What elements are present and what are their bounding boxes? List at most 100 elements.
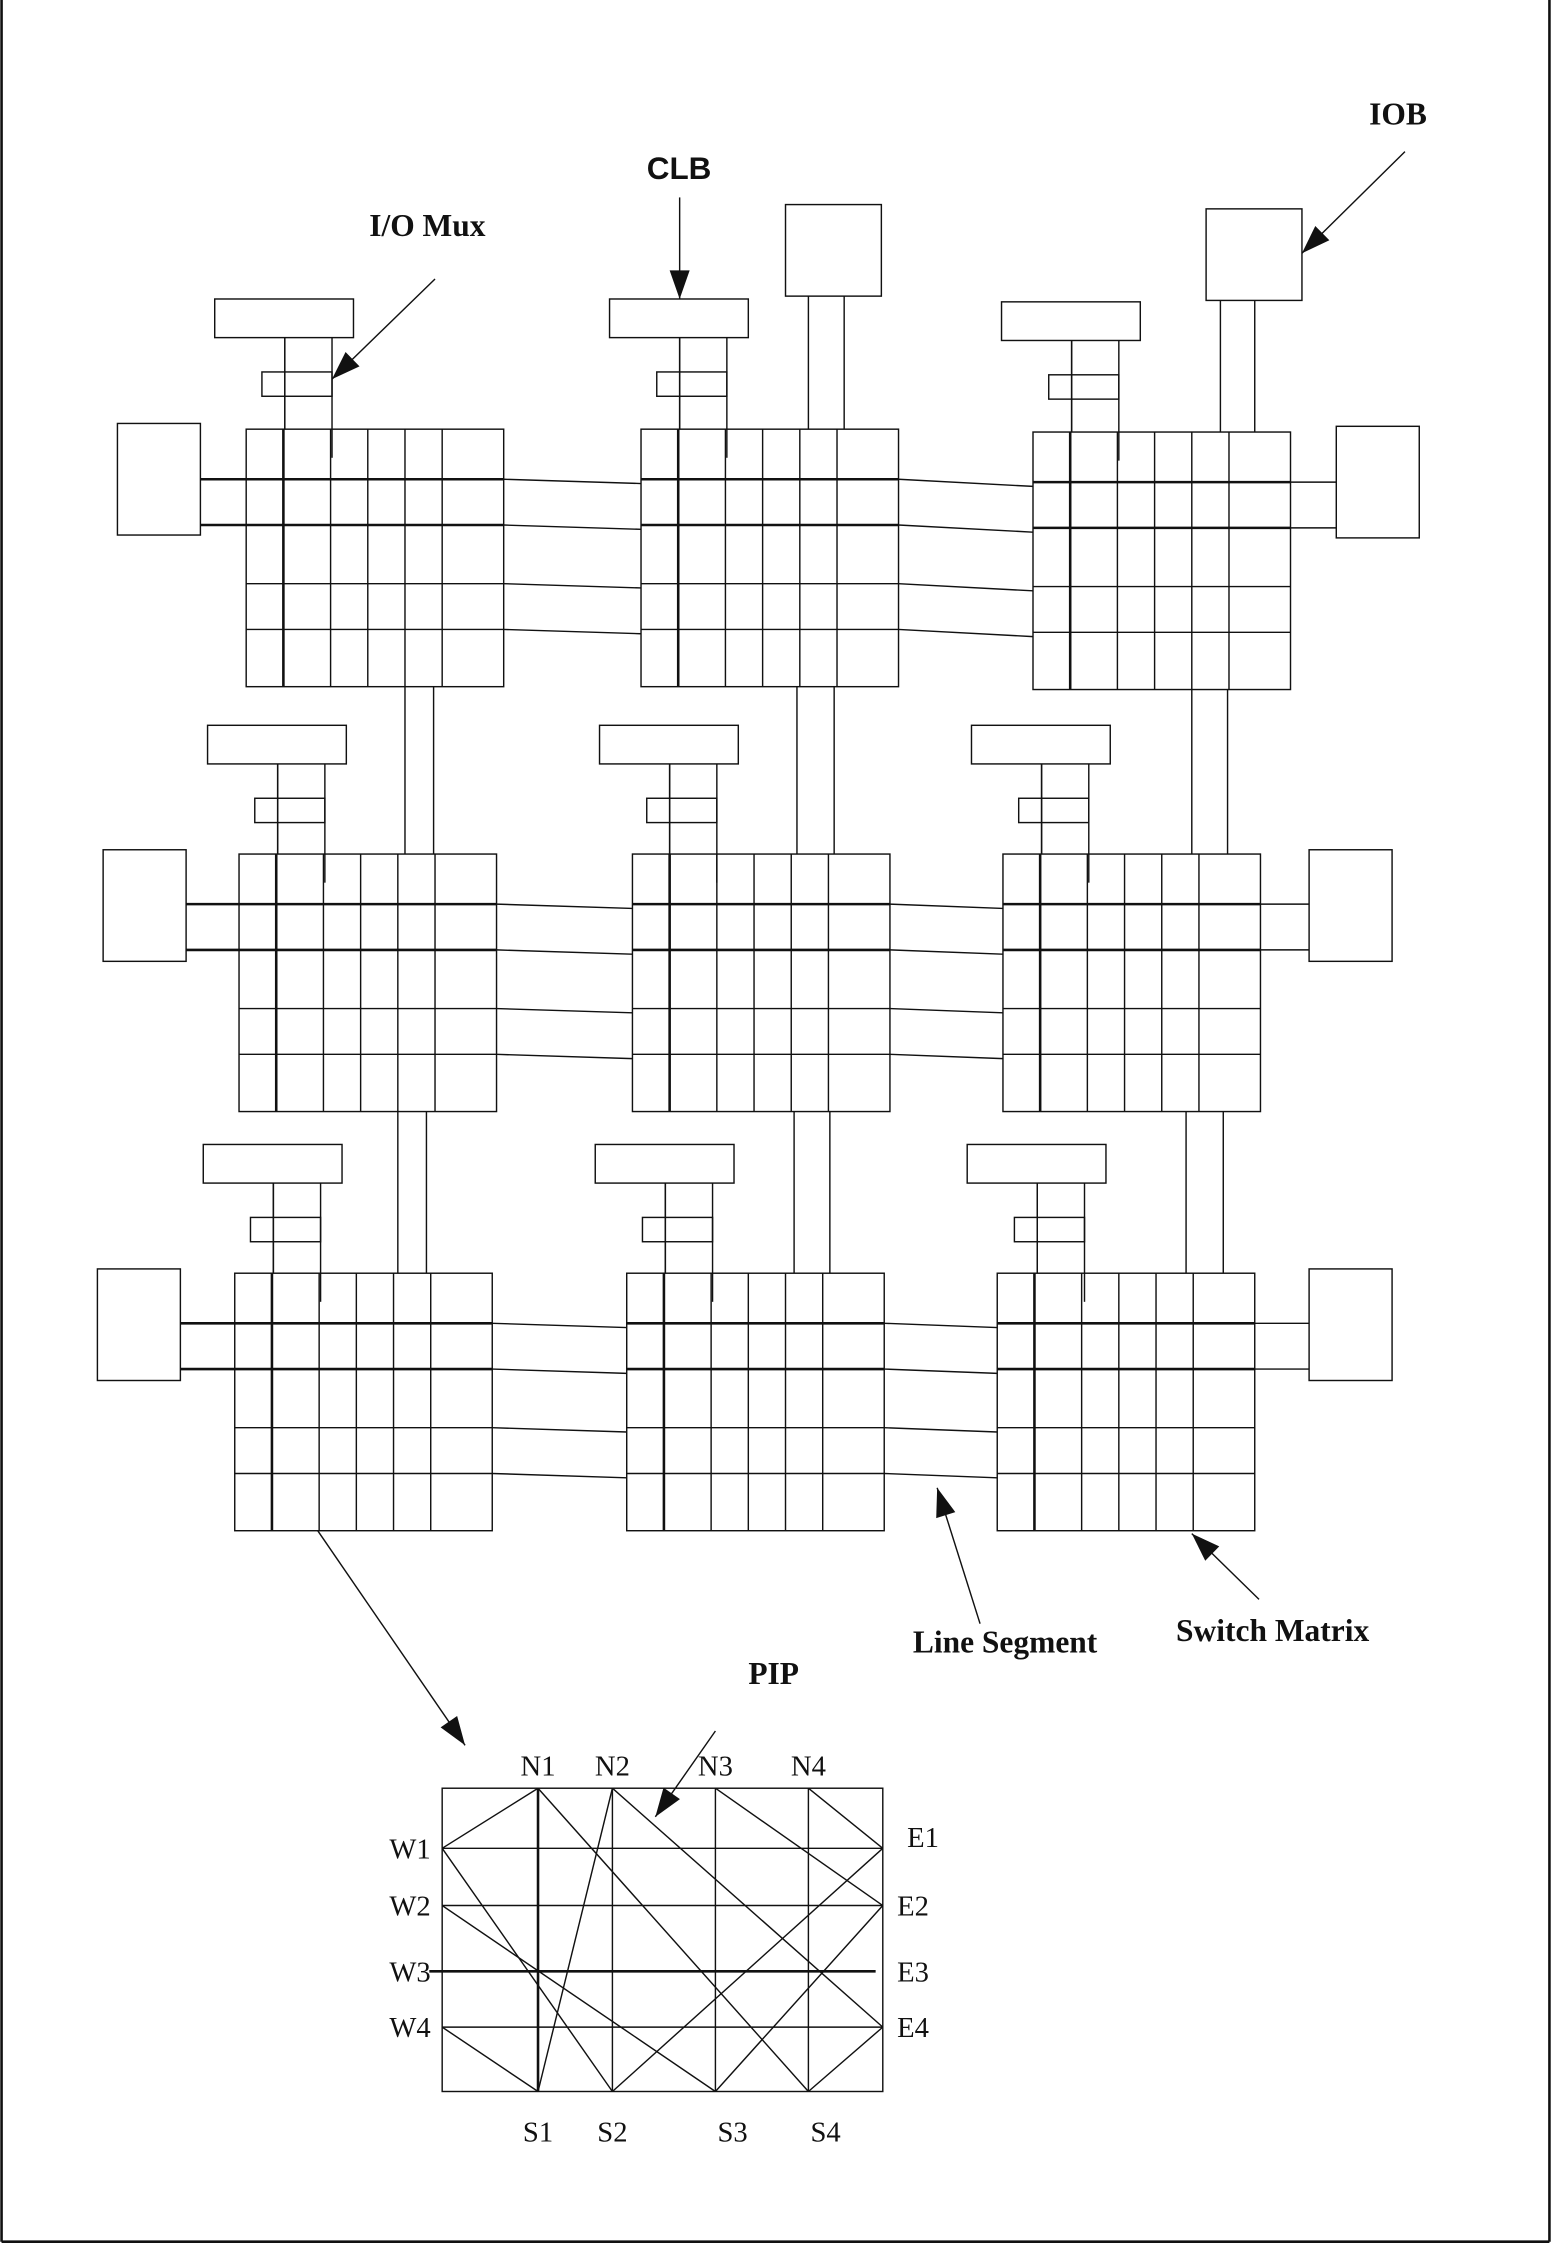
switch-matrix-outline xyxy=(238,853,498,1113)
arrow-head-icon xyxy=(1301,225,1330,254)
switch-matrix-outline xyxy=(640,428,900,688)
line-segment xyxy=(889,1053,1003,1060)
switch-matrix-outline xyxy=(631,853,891,1113)
clb-block xyxy=(1000,301,1142,342)
pip-label: PIP xyxy=(748,1656,799,1691)
clb-block xyxy=(970,724,1111,765)
west-port-label: W1 xyxy=(389,1834,430,1865)
arrow-head-icon xyxy=(655,1787,680,1817)
pip-connection xyxy=(441,1787,539,1849)
line-segment xyxy=(503,478,642,485)
iob xyxy=(784,203,883,297)
line-segment xyxy=(496,1007,633,1014)
arrow-head-icon xyxy=(440,1716,466,1746)
pip-connection xyxy=(807,1787,884,1849)
clb-block xyxy=(214,298,355,339)
line-segment xyxy=(898,524,1034,533)
clb xyxy=(214,298,355,458)
line-segment xyxy=(898,478,1034,488)
line-segment xyxy=(889,949,1003,955)
south-port-label: S2 xyxy=(597,2118,627,2149)
iob xyxy=(96,1268,182,1382)
pip-connection xyxy=(537,1788,614,2092)
pip-connection xyxy=(807,2026,884,2093)
io-mux xyxy=(646,797,718,824)
pip-connection xyxy=(715,1787,884,1907)
line-segment xyxy=(496,903,633,910)
iob xyxy=(1308,849,1393,963)
east-port-label: E3 xyxy=(897,1957,929,1988)
clb xyxy=(594,1143,735,1302)
pip-connection xyxy=(714,1905,884,2092)
line-segment xyxy=(884,1426,998,1433)
line-segment xyxy=(503,524,642,531)
east-port-label: E4 xyxy=(897,2013,929,2044)
io-mux xyxy=(249,1216,322,1243)
line-segment xyxy=(884,1472,998,1479)
io-mux xyxy=(656,371,728,397)
line-segment xyxy=(503,628,642,635)
arrow-head-icon xyxy=(1191,1533,1220,1561)
line-segment xyxy=(496,949,633,955)
arrow-head-icon xyxy=(332,351,360,380)
switch-matrix-outline xyxy=(1032,431,1292,691)
line-segment xyxy=(889,1007,1003,1014)
io-mux-arrow xyxy=(331,278,436,380)
io-mux xyxy=(254,797,326,824)
switch-matrix-outline xyxy=(234,1272,493,1532)
iob xyxy=(1335,425,1420,539)
arrow-shaft xyxy=(317,1530,466,1746)
line-segment xyxy=(492,1368,627,1375)
north-port-label: N3 xyxy=(698,1751,733,1782)
line-segment xyxy=(492,1472,627,1479)
pip-connection xyxy=(441,1847,614,2092)
north-port-label: N2 xyxy=(595,1751,630,1782)
switch-matrix xyxy=(631,853,891,1113)
east-port-label: E2 xyxy=(897,1892,929,1923)
clb-block xyxy=(202,1143,343,1184)
line-segment xyxy=(898,582,1034,592)
switch-matrix xyxy=(1032,431,1292,691)
switch-matrix xyxy=(1002,853,1262,1113)
west-port-label: W4 xyxy=(389,2013,430,2044)
line-segment xyxy=(492,1426,627,1433)
iob xyxy=(1205,208,1303,302)
clb xyxy=(206,724,348,883)
iob-label: IOB xyxy=(1369,96,1427,131)
switch-matrix xyxy=(626,1272,885,1532)
switch-matrix xyxy=(996,1272,1256,1532)
io-mux xyxy=(641,1216,714,1243)
switch-matrix xyxy=(238,853,498,1113)
line-segment xyxy=(898,628,1034,638)
iob xyxy=(116,422,202,536)
east-port-label: E1 xyxy=(907,1823,939,1854)
switch-matrix-label: Switch Matrix xyxy=(1176,1613,1369,1648)
io-mux xyxy=(261,371,333,397)
line-segment xyxy=(884,1368,998,1375)
south-port-label: S4 xyxy=(810,2118,840,2149)
iob xyxy=(102,849,187,963)
clb-block xyxy=(206,724,348,765)
line-segment xyxy=(492,1322,627,1329)
clb xyxy=(1000,301,1142,461)
pip-connection xyxy=(441,1904,716,2093)
south-port-label: S1 xyxy=(523,2118,553,2149)
switch-matrix-outline xyxy=(626,1272,885,1532)
line-segment xyxy=(884,1322,998,1329)
io-mux xyxy=(1048,374,1120,400)
iob xyxy=(1308,1268,1393,1382)
west-port-label: W2 xyxy=(389,1892,430,1923)
detail-zoom-arrow xyxy=(317,1530,466,1746)
clb xyxy=(966,1143,1107,1302)
clb xyxy=(608,298,750,458)
switch-matrix-outline xyxy=(996,1272,1256,1532)
line-segment xyxy=(503,582,642,589)
switch-matrix-outline xyxy=(245,428,505,688)
callouts: IOB CLB I/O Mux Line Segment Switch Matr… xyxy=(317,96,1427,1818)
detail-outline xyxy=(441,1787,884,2093)
io-mux xyxy=(1013,1216,1086,1243)
clb-block xyxy=(598,724,740,765)
north-port-label: N4 xyxy=(791,1751,826,1782)
